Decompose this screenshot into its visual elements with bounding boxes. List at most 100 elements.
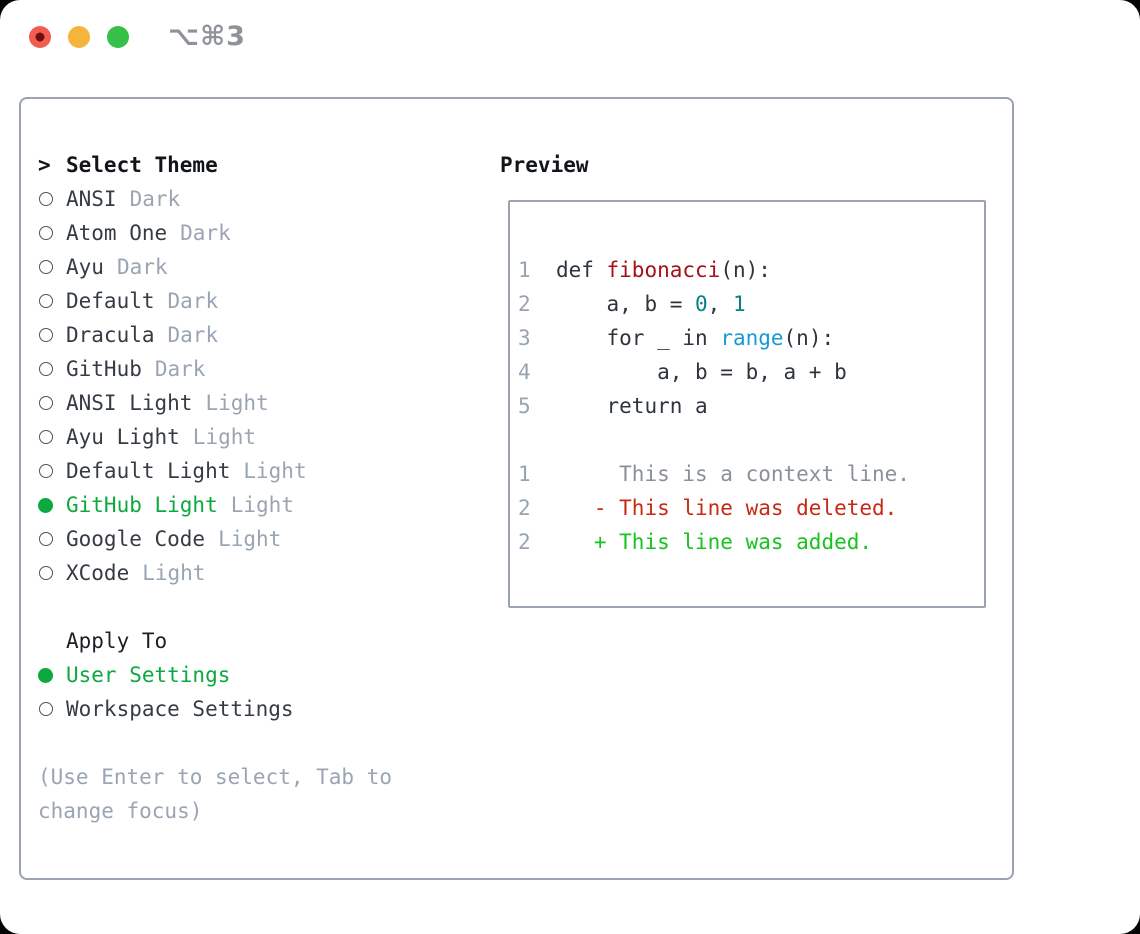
option-variant: Light <box>243 459 307 483</box>
radio-selected-icon <box>38 497 53 513</box>
code-segment-code: def <box>555 258 607 282</box>
code-segment-ln: 2 <box>518 292 556 316</box>
window-title: ⌥⌘3 <box>168 21 246 52</box>
code-segment-code: , <box>707 292 733 316</box>
option-label: Google Code <box>66 527 206 551</box>
option-variant: Dark <box>154 357 206 381</box>
code-segment-ln: 1 <box>518 462 556 486</box>
option-label: Ayu Light <box>66 425 180 449</box>
option-variant: Light <box>218 527 282 551</box>
preview-column: Preview 1 def fibonacci(n):2 a, b = 0, 1… <box>500 148 1012 878</box>
option-label: XCode <box>66 561 130 585</box>
code-segment-code: for _ in <box>555 326 721 350</box>
theme-option-github[interactable]: GitHub Dark <box>38 352 500 386</box>
minimize-button[interactable] <box>68 26 90 48</box>
theme-option-ansi-light[interactable]: ANSI Light Light <box>38 386 500 420</box>
theme-option-xcode[interactable]: XCode Light <box>38 556 500 590</box>
theme-option-github-light[interactable]: GitHub Light Light <box>38 488 500 522</box>
keyboard-hint: (Use Enter to select, Tab to change focu… <box>38 765 393 823</box>
option-label: GitHub <box>66 357 142 381</box>
code-segment-code: (n): <box>783 326 835 350</box>
code-segment-code: return a <box>555 394 708 418</box>
radio-icon <box>39 464 53 478</box>
option-label: ANSI <box>66 187 117 211</box>
code-segment-del: - This line was deleted. <box>555 496 898 520</box>
code-segment-fn: fibonacci <box>606 258 721 282</box>
code-segment-code: a, b = b, a + b <box>555 360 847 384</box>
option-variant: Light <box>205 391 269 415</box>
close-dot-icon <box>35 32 45 42</box>
code-segment-bi: range <box>720 326 784 350</box>
option-label: GitHub Light <box>66 493 218 517</box>
code-line: 5 return a <box>518 389 984 423</box>
apply-to-header: Apply To <box>38 624 500 658</box>
code-segment-ln: 4 <box>518 360 556 384</box>
code-segment-ln: 1 <box>518 258 556 282</box>
spacer <box>38 726 500 760</box>
option-variant: Light <box>142 561 206 585</box>
option-label: Default <box>66 289 155 313</box>
code-segment-code: a, b = <box>555 292 696 316</box>
radio-icon <box>39 192 53 206</box>
zoom-button[interactable] <box>107 26 129 48</box>
radio-icon <box>39 430 53 444</box>
option-label: Dracula <box>66 323 155 347</box>
cursor-prompt-icon: > <box>38 153 51 177</box>
option-label: Workspace Settings <box>66 697 294 721</box>
code-segment-ln: 2 <box>518 530 556 554</box>
preview-header: Preview <box>500 148 1012 182</box>
apply-to-title: Apply To <box>66 629 168 653</box>
apply-option-workspace-settings[interactable]: Workspace Settings <box>38 692 500 726</box>
theme-option-ayu-light[interactable]: Ayu Light Light <box>38 420 500 454</box>
option-variant: Dark <box>167 323 219 347</box>
preview-title: Preview <box>500 153 589 177</box>
option-label: ANSI Light <box>66 391 193 415</box>
radio-icon <box>39 226 53 240</box>
radio-icon <box>39 362 53 376</box>
close-button[interactable] <box>29 26 51 48</box>
theme-option-google-code[interactable]: Google Code Light <box>38 522 500 556</box>
spacer <box>38 590 500 624</box>
code-line: 1 def fibonacci(n): <box>518 253 984 287</box>
code-line: 2 + This line was added. <box>518 525 984 559</box>
radio-icon <box>39 260 53 274</box>
code-segment-ln: 2 <box>518 496 556 520</box>
code-segment-code: (n): <box>720 258 771 282</box>
radio-selected-icon <box>38 667 53 683</box>
option-variant: Dark <box>167 289 219 313</box>
titlebar: ⌥⌘3 <box>0 0 1140 74</box>
option-label: Ayu <box>66 255 104 279</box>
theme-option-ansi[interactable]: ANSI Dark <box>38 182 500 216</box>
code-segment-num: 1 <box>732 292 746 316</box>
code-segment-add: + This line was added. <box>555 530 873 554</box>
code-line: 3 for _ in range(n): <box>518 321 984 355</box>
code-segment-num: 0 <box>695 292 708 316</box>
radio-icon <box>39 328 53 342</box>
select-theme-header: > Select Theme <box>38 148 500 182</box>
code-line: 1 This is a context line. <box>518 457 984 491</box>
theme-option-dracula[interactable]: Dracula Dark <box>38 318 500 352</box>
code-line: 2 - This line was deleted. <box>518 491 984 525</box>
theme-option-default[interactable]: Default Dark <box>38 284 500 318</box>
theme-option-atom-one[interactable]: Atom One Dark <box>38 216 500 250</box>
code-segment-ln: 5 <box>518 394 556 418</box>
apply-option-user-settings[interactable]: User Settings <box>38 658 500 692</box>
option-variant: Dark <box>129 187 181 211</box>
theme-option-ayu[interactable]: Ayu Dark <box>38 250 500 284</box>
code-line <box>518 423 984 457</box>
option-variant: Dark <box>180 221 231 245</box>
option-label: Atom One <box>66 221 168 245</box>
code-line: 4 a, b = b, a + b <box>518 355 984 389</box>
traffic-lights <box>29 26 129 48</box>
radio-icon <box>39 396 53 410</box>
option-variant: Light <box>230 493 294 517</box>
option-variant: Light <box>192 425 257 449</box>
option-variant: Dark <box>116 255 168 279</box>
